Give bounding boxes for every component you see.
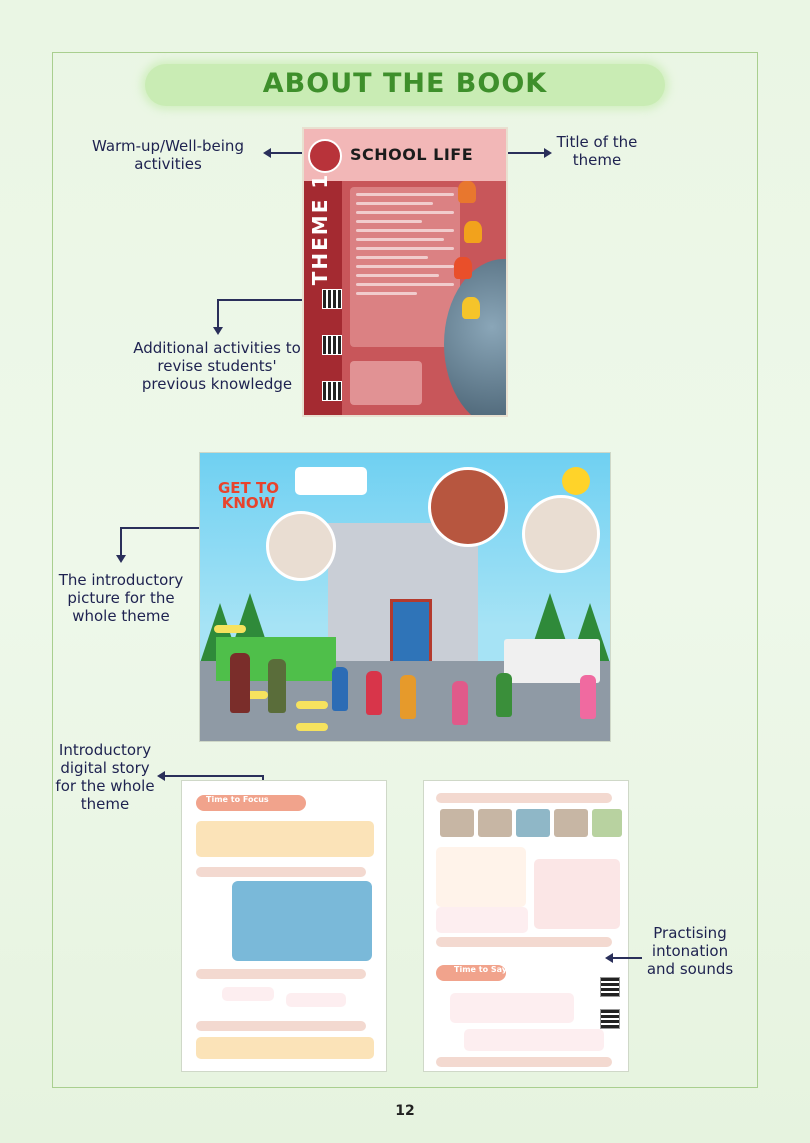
page-frame (52, 52, 758, 1088)
arrow-head-warmup (263, 148, 271, 158)
arrow-line-intonation (612, 957, 642, 959)
callout-digital-story: Introductory digital story for the whole… (48, 741, 162, 813)
say-page-thumbnail: Time to Say (423, 780, 629, 1072)
arrow-line-story-h (164, 775, 262, 777)
badge-line1: GET TO (218, 479, 279, 497)
conference-hall-picture (428, 467, 508, 547)
story-order-box (534, 859, 620, 929)
callout-digital-story-text: Introductory digital story for the whole… (55, 741, 155, 813)
arrow-line-additional-v (217, 299, 219, 327)
activity-box (196, 821, 374, 857)
theme-contents-box (350, 187, 460, 347)
instruction-bar (436, 937, 612, 947)
poster-photo (440, 809, 474, 837)
label-tag (296, 701, 328, 709)
label-tag (296, 723, 328, 731)
callout-warmup-text: Warm-up/Well-being activities (92, 137, 244, 173)
lab-picture (266, 511, 336, 581)
callout-intro-picture-text: The introductory picture for the whole t… (58, 571, 184, 625)
person-figure (496, 673, 512, 717)
arrow-head-story (157, 771, 165, 781)
world-map (232, 881, 372, 961)
say-heading (436, 965, 506, 981)
callout-theme-title: Title of the theme (552, 133, 642, 169)
poster-photo (516, 809, 550, 837)
instruction-bar (436, 793, 612, 803)
sun-icon (562, 467, 590, 495)
callout-additional-text: Additional activities to revise students… (133, 339, 301, 393)
qr-code-icon (600, 1009, 620, 1029)
person-figure (332, 667, 348, 711)
page-number: 12 (395, 1103, 415, 1119)
arrow-head-intro (116, 555, 126, 563)
introductory-spread: GET TO KNOW (199, 452, 611, 742)
sport-figure-icon (464, 221, 482, 243)
callout-warmup: Warm-up/Well-being activities (82, 137, 254, 173)
qr-code-icon (322, 335, 342, 355)
qr-code-icon (322, 381, 342, 401)
arrow-head-theme-title (544, 148, 552, 158)
arrow-line-intro-v (120, 527, 122, 555)
callout-intonation-text: Practising intonation and sounds (646, 924, 734, 978)
qr-code-icon (600, 977, 620, 997)
page-title: ABOUT THE BOOK (262, 68, 548, 99)
title-banner (145, 64, 665, 106)
theme-note-box (350, 361, 422, 405)
arrow-line-additional-h (217, 299, 315, 301)
arrow-head-intonation (605, 953, 613, 963)
digital-story-box (295, 467, 367, 495)
theme-label: THEME 1 (308, 172, 332, 286)
get-to-know-badge: GET TO KNOW (218, 481, 279, 511)
poster-photo (592, 809, 622, 837)
sentence-box (450, 993, 574, 1023)
badge-line2: KNOW (221, 494, 276, 512)
instruction-bar (436, 1057, 612, 1067)
person-figure (580, 675, 596, 719)
theme-page-thumbnail: SCHOOL LIFE THEME 1 (302, 127, 508, 417)
activity-box (196, 1037, 374, 1059)
sport-figure-icon (454, 257, 472, 279)
person-figure (230, 653, 250, 713)
instruction-bar (196, 867, 366, 877)
focus-heading (196, 795, 306, 811)
callout-additional: Additional activities to revise students… (128, 339, 306, 393)
focus-page-thumbnail: Time to Focus (181, 780, 387, 1072)
dialogue-box (436, 847, 526, 907)
say-heading-text: Time to Say (454, 965, 507, 974)
instruction-bar (196, 1021, 366, 1031)
theme-name: SCHOOL LIFE (350, 145, 474, 164)
poster-photo (554, 809, 588, 837)
arrow-line-intro-h (120, 527, 216, 529)
person-figure (400, 675, 416, 719)
person-figure (268, 659, 286, 713)
person-figure (366, 671, 382, 715)
label-tag (236, 691, 268, 699)
callout-theme-title-text: Title of the theme (556, 133, 638, 169)
sport-figure-icon (458, 181, 476, 203)
speech-bubble (286, 993, 346, 1007)
poster-photo (478, 809, 512, 837)
arrow-head-additional (213, 327, 223, 335)
speech-bubble (222, 987, 274, 1001)
callout-intro-picture: The introductory picture for the whole t… (58, 571, 184, 625)
label-tag (214, 625, 246, 633)
instruction-bar (196, 969, 366, 979)
school-door (390, 599, 432, 669)
school-logo-icon (308, 139, 342, 173)
word-table (436, 907, 528, 933)
focus-heading-text: Time to Focus (206, 795, 269, 804)
secretary-picture (522, 495, 600, 573)
person-figure (452, 681, 468, 725)
callout-intonation: Practising intonation and sounds (644, 924, 736, 978)
sentence-box (464, 1029, 604, 1051)
qr-code-icon (322, 289, 342, 309)
sport-figure-icon (462, 297, 480, 319)
